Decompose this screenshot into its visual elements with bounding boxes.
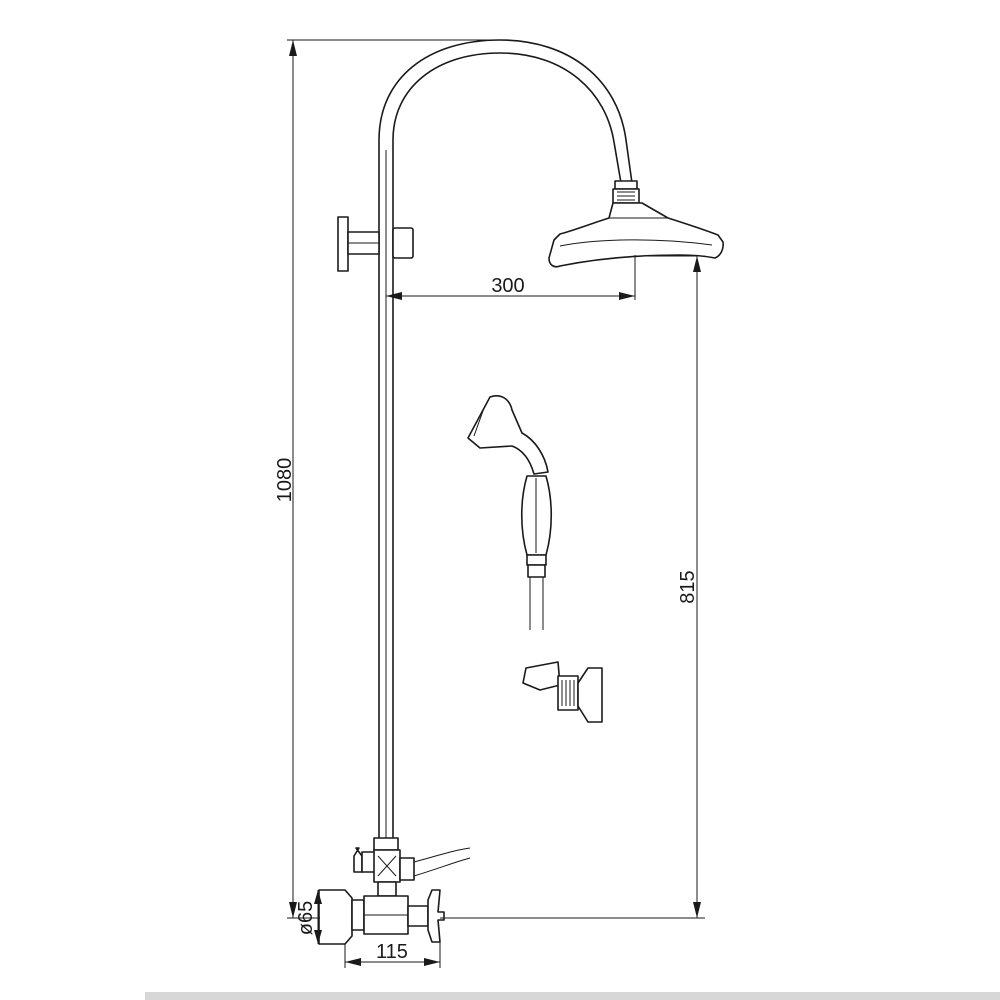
- overhead-shower-head: [548, 180, 724, 268]
- dimension-height-1080: [287, 39, 500, 919]
- dimension-height-815: [440, 255, 705, 919]
- dimension-diameter-65: [314, 890, 322, 944]
- dimension-label-height: 1080: [274, 458, 296, 503]
- dimension-label-depth: 115: [376, 941, 408, 963]
- footer-bar: [145, 992, 1000, 1000]
- dimension-label-diameter: ø65: [295, 901, 317, 935]
- diverter-and-mixer-valve: [318, 837, 471, 945]
- dimension-reach-300: [386, 255, 636, 300]
- dimension-label-reach: 300: [491, 275, 524, 297]
- hand-shower: [467, 395, 552, 630]
- dimension-depth-115: [344, 940, 441, 968]
- dimension-label-815: 815: [677, 570, 699, 603]
- wall-bracket: [337, 216, 414, 272]
- hand-shower-holder: [522, 661, 603, 723]
